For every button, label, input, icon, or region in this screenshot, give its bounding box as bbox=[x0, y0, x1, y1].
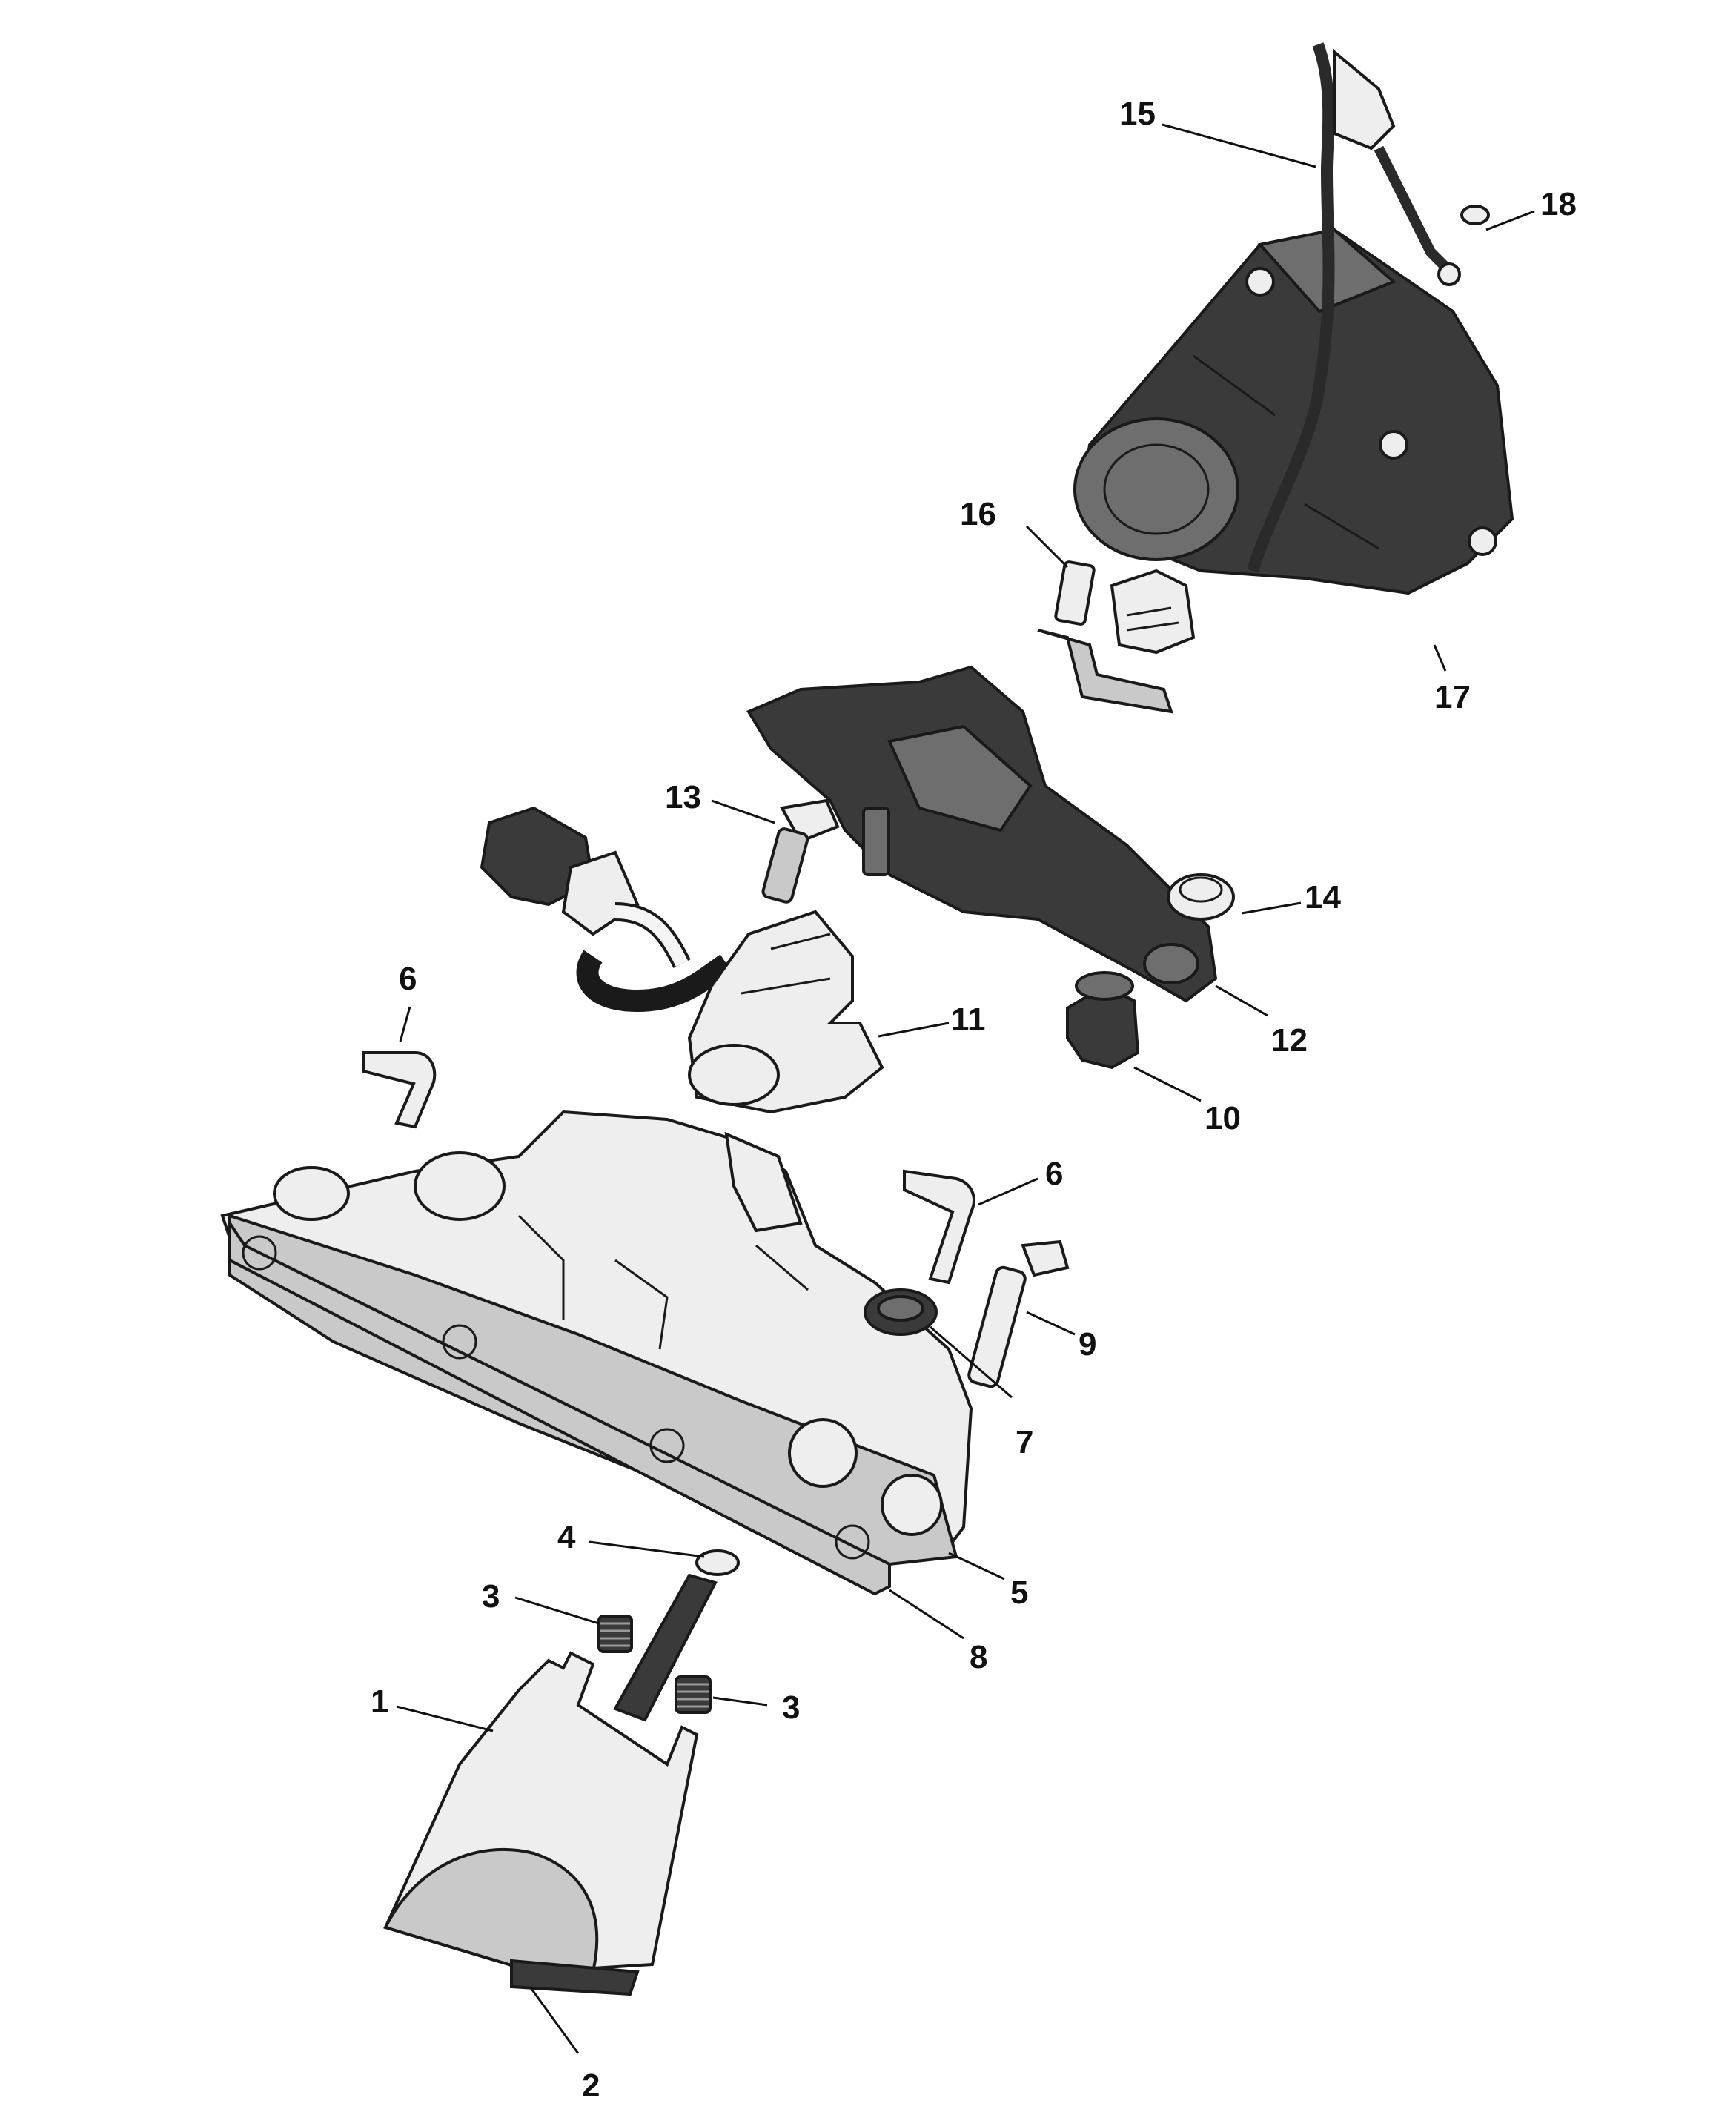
callout-15: 15 bbox=[1119, 96, 1156, 132]
hose-fitting-part-6-left bbox=[362, 1051, 437, 1129]
leader-18 bbox=[1485, 210, 1535, 231]
mounting-bracket-part bbox=[746, 665, 1218, 1003]
callout-14: 14 bbox=[1305, 879, 1341, 916]
linkage-bracket-part bbox=[1037, 560, 1196, 714]
callout-6-right: 6 bbox=[1045, 1156, 1063, 1192]
valve-housing-part bbox=[220, 1110, 973, 1566]
gasket-part-8 bbox=[228, 1218, 891, 1596]
bolt-part-9 bbox=[967, 1239, 1070, 1388]
washer-part-4 bbox=[695, 1549, 740, 1576]
threaded-insert-part-3-right bbox=[675, 1675, 712, 1714]
callout-5: 5 bbox=[1010, 1575, 1028, 1611]
bushing-part-10 bbox=[1066, 971, 1140, 1070]
callout-16: 16 bbox=[960, 496, 996, 532]
callout-12: 12 bbox=[1271, 1022, 1308, 1059]
o-ring-part-7 bbox=[864, 1288, 938, 1336]
callout-10: 10 bbox=[1205, 1100, 1241, 1136]
leader-6a bbox=[399, 1006, 411, 1042]
sensor-cable-part bbox=[1247, 42, 1461, 573]
callout-6-left: 6 bbox=[399, 961, 417, 997]
leader-12 bbox=[1215, 984, 1268, 1017]
shaft-part bbox=[613, 1573, 718, 1722]
hose-fitting-part-6-right bbox=[903, 1169, 975, 1285]
leader-13 bbox=[711, 799, 775, 824]
leader-14 bbox=[1241, 901, 1302, 915]
position-sensor-part bbox=[480, 806, 884, 1114]
leader-8 bbox=[889, 1589, 964, 1640]
bolt-part-13 bbox=[761, 798, 840, 904]
leader-5 bbox=[948, 1552, 1005, 1580]
callout-1: 1 bbox=[371, 1684, 388, 1720]
callout-3-left: 3 bbox=[482, 1578, 500, 1615]
nut-part-14 bbox=[1167, 873, 1235, 921]
callout-9: 9 bbox=[1079, 1326, 1096, 1363]
leader-7 bbox=[930, 1325, 1013, 1399]
leader-6b bbox=[978, 1177, 1038, 1206]
callout-13: 13 bbox=[665, 779, 701, 815]
housing-block-part-1 bbox=[383, 1651, 699, 1996]
leader-1 bbox=[396, 1705, 494, 1732]
leader-11 bbox=[878, 1022, 950, 1038]
callout-4: 4 bbox=[557, 1519, 576, 1555]
callout-11: 11 bbox=[951, 1002, 986, 1038]
washer-part-18 bbox=[1460, 205, 1490, 225]
leader-16 bbox=[1025, 525, 1069, 569]
threaded-insert-part-3-left bbox=[597, 1615, 633, 1653]
leader-3b bbox=[712, 1696, 768, 1707]
callout-labels: 15 18 16 17 13 14 6 11 12 10 6 9 7 4 5 3… bbox=[371, 96, 1577, 2104]
callout-17: 17 bbox=[1434, 679, 1471, 715]
callout-8: 8 bbox=[970, 1639, 987, 1675]
leader-17 bbox=[1433, 644, 1447, 672]
leader-2 bbox=[529, 1986, 580, 2054]
leader-4 bbox=[589, 1540, 705, 1558]
callout-3-right: 3 bbox=[782, 1689, 800, 1726]
callout-18: 18 bbox=[1540, 186, 1577, 222]
leader-9 bbox=[1026, 1311, 1076, 1336]
leader-10 bbox=[1133, 1066, 1202, 1102]
callout-2: 2 bbox=[582, 2068, 600, 2104]
callout-7: 7 bbox=[1016, 1424, 1033, 1460]
leader-lines bbox=[396, 123, 1535, 2054]
actuator-motor-part bbox=[1073, 228, 1514, 595]
leader-15 bbox=[1162, 123, 1316, 168]
leader-3a bbox=[514, 1596, 600, 1625]
